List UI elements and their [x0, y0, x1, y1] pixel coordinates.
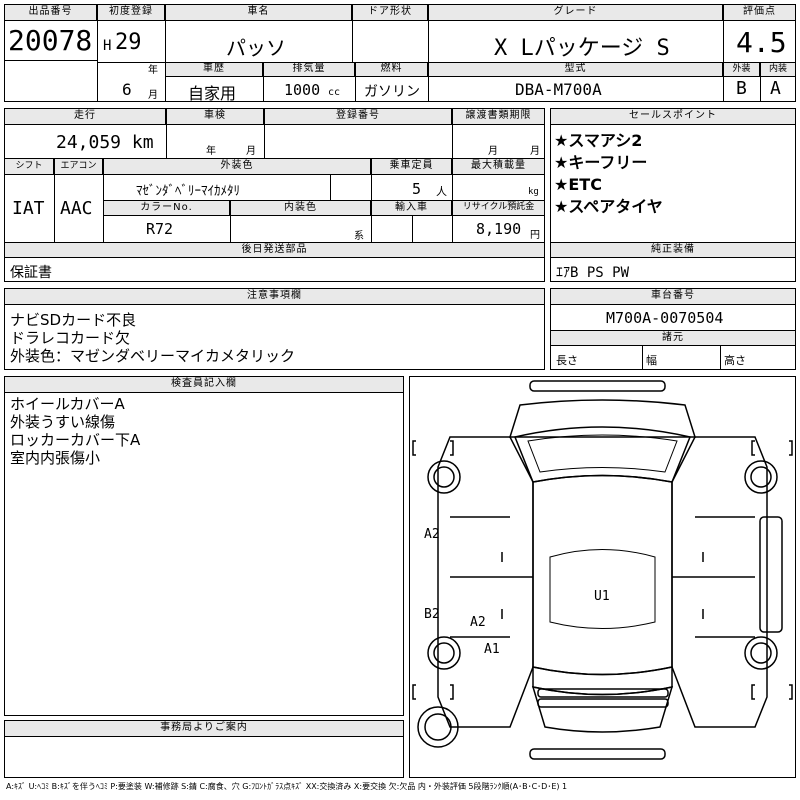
model-label: 型式 [428, 62, 723, 77]
inspector-item: 室内内張傷小 [10, 449, 101, 467]
displacement-unit: cc [328, 87, 341, 98]
damage-mark: B2 [424, 607, 440, 622]
damage-mark: A1 [484, 642, 500, 657]
history: 自家用 [188, 84, 237, 103]
spec-label: 諸元 [550, 330, 796, 346]
inspector-item: ホイールカバーA [10, 395, 125, 413]
note-item: ナビSDカード不良 [10, 311, 137, 329]
score-label: 評価点 [723, 4, 796, 21]
grade: X Lパッケージ S [494, 36, 670, 61]
damage-mark: A2 [470, 615, 486, 630]
seats: 5 [412, 180, 422, 198]
doc-day-unit: 月 [530, 146, 540, 157]
notes-list: ナビSDカード不良 ドラレコカード欠 外装色：マゼンダベリーマイカメタリック [10, 311, 295, 365]
later-parts: 保証書 [10, 265, 52, 281]
office-label: 事務局よりご案内 [4, 720, 404, 737]
width-label: 幅 [646, 354, 657, 367]
length-label: 長さ [556, 354, 578, 367]
int-color-unit: 系 [354, 231, 364, 242]
seats-label: 乗車定員 [371, 158, 452, 175]
shift-label: シフト [4, 158, 54, 175]
grade-label: グレード [428, 4, 723, 21]
sales-list: ★スマアシ2 ★キーフリー ★ETC ★スペアタイヤ [554, 130, 663, 218]
int-score: A [770, 78, 781, 99]
ext-color: ﾏｾﾞﾝﾀﾞﾍﾞﾘｰﾏｲｶﾒﾀﾘ [136, 184, 240, 199]
import-label: 輸入車 [371, 200, 452, 216]
inspection-year-unit: 年 [206, 146, 216, 157]
sales-label: セールスポイント [550, 108, 796, 125]
doc-month-unit: 月 [488, 146, 498, 157]
recycle-label: リサイクル預託金 [452, 200, 545, 216]
damage-mark: U1 [594, 589, 610, 604]
doc-label: 譲渡書類期限 [452, 108, 545, 125]
inspector-item: 外装うすい線傷 [10, 413, 116, 431]
lot-no: 20078 [8, 24, 93, 57]
car-diagram: A2 B2 A2 A1 U1 [409, 376, 796, 778]
damage-mark: A2 [424, 527, 440, 542]
reg-year: 29 [115, 30, 142, 55]
seats-unit: 人 [436, 185, 447, 198]
load-label: 最大積載量 [452, 158, 545, 175]
model: DBA-M700A [515, 80, 602, 99]
sales-item: ★ETC [554, 175, 602, 194]
recycle: 8,190 [476, 220, 522, 238]
color-label: 外装色 [103, 158, 371, 175]
ext-score: B [736, 78, 747, 99]
history-label: 車歴 [165, 62, 263, 77]
era: H [103, 38, 112, 54]
int-color-label: 内装色 [230, 200, 371, 216]
sales-item: ★スペアタイヤ [554, 197, 663, 216]
reg-month: 6 [122, 80, 132, 99]
equip-label: 純正装備 [550, 242, 796, 258]
inspector-label: 検査員記入欄 [4, 376, 404, 393]
displacement: 1000 [284, 81, 321, 99]
reg-no-label: 登録番号 [264, 108, 452, 125]
reg-year-unit: 年 [148, 65, 158, 76]
recycle-unit: 円 [530, 230, 540, 241]
note-item: ドラレコカード欠 [10, 329, 131, 347]
inspection-label: 車検 [166, 108, 264, 125]
inspector-list: ホイールカバーA 外装うすい線傷 ロッカーカバー下A 室内内張傷小 [10, 395, 140, 467]
color-no-label: カラーNo. [103, 200, 230, 216]
fuel-label: 燃料 [355, 62, 428, 77]
ext-label: 外装 [723, 62, 760, 77]
sales-item: ★スマアシ2 [554, 131, 643, 150]
lot-no-label: 出品番号 [4, 4, 97, 21]
legend-footer: A:ｷｽﾞ U:ﾍｺﾐ B:ｷｽﾞを伴うﾍｺﾐ P:要塗装 W:補修跡 S:錆 … [6, 782, 568, 791]
reg-month-unit: 月 [148, 90, 158, 101]
int-label: 内装 [760, 62, 796, 77]
fuel: ガソリン [364, 84, 420, 100]
mileage: 24,059 km [56, 132, 154, 153]
chassis-label: 車台番号 [550, 288, 796, 305]
chassis-no: M700A-0070504 [606, 309, 724, 327]
displacement-label: 排気量 [263, 62, 355, 77]
sales-item: ★キーフリー [554, 153, 648, 172]
car-name-label: 車名 [165, 4, 352, 21]
door-label: ドア形状 [352, 4, 428, 21]
ac: AAC [60, 198, 93, 219]
car-name: パッソ [226, 36, 286, 60]
inspection-month-unit: 月 [246, 146, 256, 157]
ac-label: エアコン [54, 158, 103, 175]
mileage-label: 走行 [4, 108, 166, 125]
later-label: 後日発送部品 [4, 242, 545, 258]
inspector-item: ロッカーカバー下A [10, 431, 141, 449]
first-reg-label: 初度登録 [97, 4, 165, 21]
equip-value: ｴｱB PS PW [556, 265, 630, 281]
score: 4.5 [736, 26, 787, 59]
notes-label: 注意事項欄 [4, 288, 545, 305]
shift: IAT [12, 198, 45, 219]
height-label: 高さ [724, 354, 746, 367]
note-item: 外装色：マゼンダベリーマイカメタリック [10, 347, 296, 365]
color-no: R72 [146, 220, 174, 238]
load-unit: kg [528, 187, 539, 197]
